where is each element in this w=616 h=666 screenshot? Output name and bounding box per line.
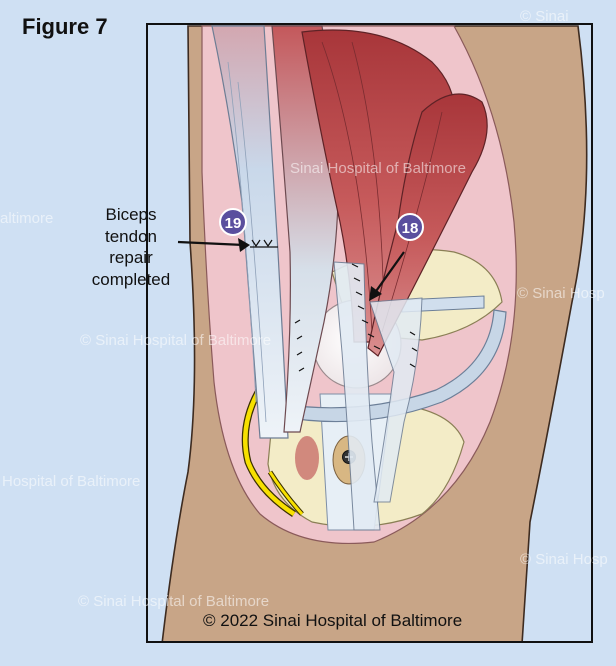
sartorius-muscle (367, 93, 488, 357)
watermark: © Sinai (520, 8, 569, 25)
marker-18: 18 (396, 213, 424, 241)
marker-19-label: 19 (225, 215, 242, 232)
marker-19: 19 (219, 208, 247, 236)
watermark: © Sinai Hospital of Baltimore (80, 332, 272, 349)
callout-arrowhead (238, 238, 250, 252)
callout-line: tendon (105, 226, 157, 246)
watermark: Sinai Hospital of Baltimore (290, 160, 466, 177)
illustration-frame: 19 18 (146, 23, 593, 643)
callout-line: completed (91, 269, 171, 289)
quadriceps-tendon (333, 261, 381, 531)
watermark: © Sinai Hosp (517, 285, 605, 302)
marker-18-label: 18 (402, 220, 419, 237)
biceps-tendon (211, 25, 289, 439)
callout-label: Biceps tendon repair completed (66, 204, 196, 290)
callout-arrow (177, 240, 245, 247)
suture-marks (250, 239, 418, 372)
marker-18-arrow (373, 251, 405, 295)
tissue-lesion (295, 436, 319, 480)
watermark: © Sinai Hospital of Baltimore (78, 593, 270, 610)
watermark: altimore (0, 210, 54, 227)
knee-illustration: 19 18 (161, 25, 588, 641)
watermark: Hospital of Baltimore (2, 473, 141, 490)
copyright-notice: © 2022 Sinai Hospital of Baltimore (203, 611, 463, 630)
callout-line: Biceps (105, 205, 157, 224)
callout-line: repair (109, 248, 153, 267)
watermark: © Sinai Hosp (520, 551, 608, 568)
marker-18-arrowhead (369, 286, 382, 301)
figure-title: Figure 7 (22, 14, 108, 39)
